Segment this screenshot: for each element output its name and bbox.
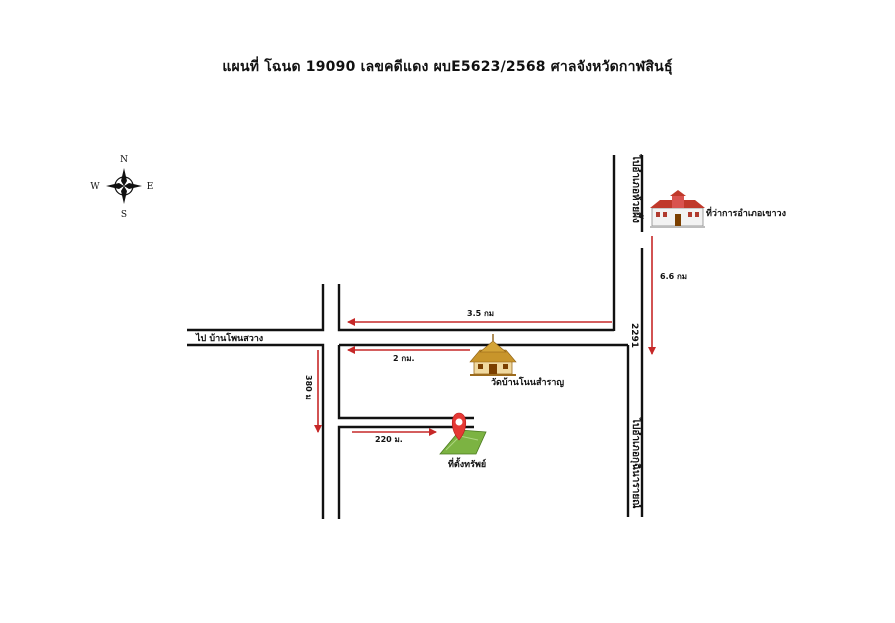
distance-6-6-km-label: 6.6 กม — [660, 272, 687, 281]
to-huai-phueng-label: ไปอำเภอห้วยผึ้ง — [630, 154, 644, 223]
main-road-south-edge-west — [187, 343, 325, 519]
soi-south-edge — [337, 425, 474, 519]
compass-rose: N S E W — [90, 155, 153, 220]
distance-2-km-label: 2 กม. — [393, 354, 415, 363]
compass-south-label: S — [121, 210, 127, 220]
to-kuchinarai-label: ไปอำเภอกุฉินารายณ์ — [630, 417, 643, 509]
map-title: แผนที่ โฉนด 19090 เลขคดีแดง ผบE5623/2568… — [222, 59, 673, 75]
distance-380-m-label: 380 ม — [304, 375, 313, 400]
district-office-building-icon — [650, 190, 705, 228]
property-label: ที่ตั้งทรัพย์ — [448, 457, 486, 470]
temple-icon — [469, 334, 517, 376]
to-phon-sawang-label: ไป บ้านโพนสวาง — [195, 332, 263, 344]
compass-north-label: N — [120, 155, 128, 165]
distance-3-5-km-label: 3.5 กม — [467, 309, 494, 318]
main-road-north-edge-west — [187, 284, 325, 332]
main-road-north-edge-east — [337, 284, 614, 332]
direction-arrows — [314, 236, 656, 436]
soi-north-edge — [337, 345, 474, 420]
roads — [187, 155, 644, 519]
compass-west-label: W — [90, 182, 100, 192]
road-number-label: 2291 — [629, 323, 639, 348]
compass-east-label: E — [147, 182, 154, 192]
temple-label: วัดบ้านโนนสำราญ — [491, 376, 564, 388]
district-office-label: ที่ว่าการอำเภอเขาวง — [706, 206, 786, 219]
property-location-icon — [439, 412, 487, 455]
distance-220-m-label: 220 ม. — [375, 435, 403, 444]
